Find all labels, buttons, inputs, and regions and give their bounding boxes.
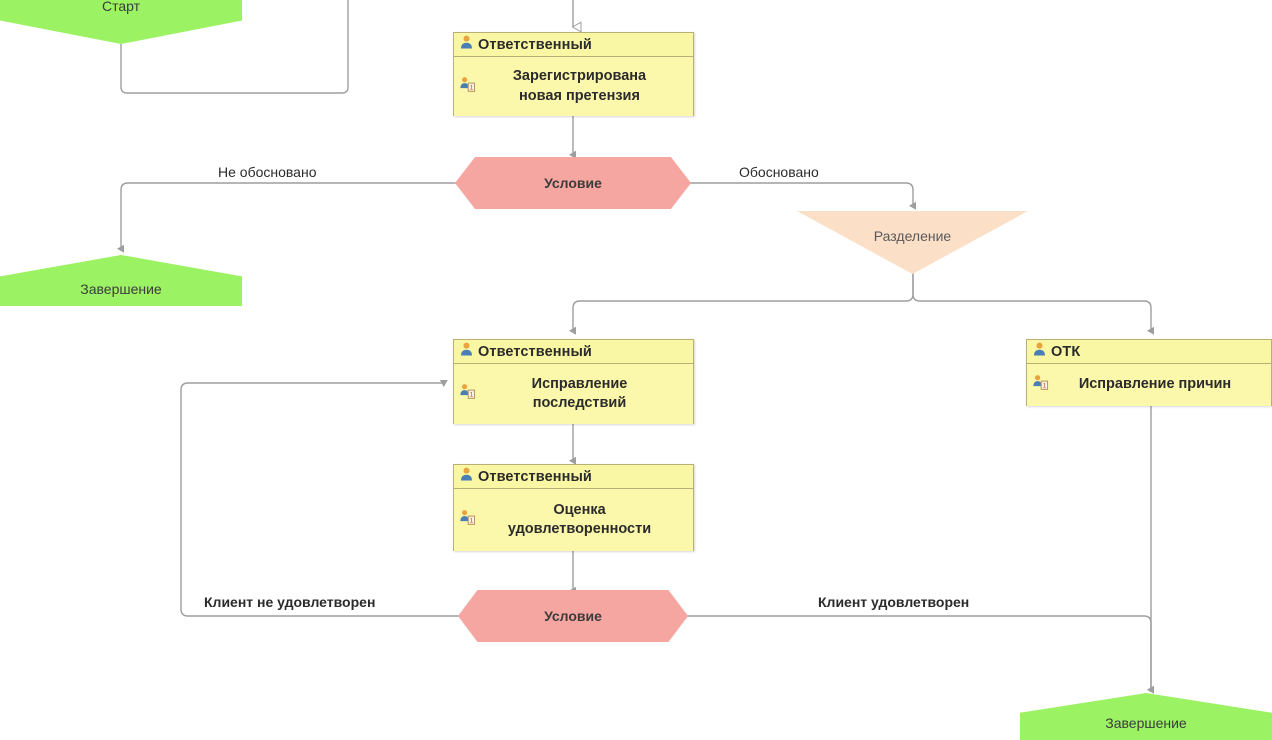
edge-split-to-fix-causes <box>912 273 1154 335</box>
node-fix-causes-header: ОТК <box>1027 340 1271 364</box>
node-end-right-label: Завершение <box>1105 715 1187 731</box>
edge-condition-justified <box>689 182 916 210</box>
edge-label-client-satisfied: Клиент удовлетворен <box>818 594 970 610</box>
person-icon <box>460 342 473 361</box>
node-satisfaction[interactable]: Ответственный 1 Оценка удовлетворенности <box>453 464 694 551</box>
node-fix-consequences-role: Ответственный <box>478 343 592 360</box>
edge-into-register-top <box>571 0 582 33</box>
person-icon <box>460 467 473 486</box>
person-task-icon: 1 <box>460 510 476 531</box>
person-icon <box>460 35 473 54</box>
node-register-body: 1 Зарегистрирована новая претензия <box>454 57 693 116</box>
edge-label-not-justified: Не обосновано <box>218 164 317 180</box>
node-fix-consequences[interactable]: Ответственный 1 Исправление последствий <box>453 339 694 424</box>
edge-split-to-fix-consequences <box>569 273 914 335</box>
node-condition-top-label: Условие <box>544 175 602 191</box>
node-fix-causes[interactable]: ОТК 1 Исправление причин <box>1026 339 1272 406</box>
node-condition-top[interactable]: Условие <box>455 157 691 209</box>
node-split-label: Разделение <box>873 228 952 244</box>
node-register-role: Ответственный <box>478 36 592 53</box>
person-task-icon: 1 <box>460 384 476 405</box>
node-fix-consequences-body: 1 Исправление последствий <box>454 364 693 424</box>
node-fix-causes-role: ОТК <box>1051 343 1081 360</box>
edge-client-not-satisfied-loop <box>180 380 460 617</box>
svg-text:1: 1 <box>470 518 474 524</box>
svg-text:1: 1 <box>1043 383 1047 389</box>
node-register[interactable]: Ответственный 1 Зарегистрирована новая п… <box>453 32 694 116</box>
edge-condition-not-justified <box>117 182 457 253</box>
node-satisfaction-label: Оценка удовлетворенности <box>507 501 652 537</box>
person-task-icon: 1 <box>460 76 476 97</box>
node-end-left-label: Завершение <box>80 281 162 297</box>
node-condition-bottom[interactable]: Условие <box>458 590 688 642</box>
svg-text:1: 1 <box>470 392 474 398</box>
person-task-icon: 1 <box>1033 375 1049 396</box>
edge-start-to-register <box>120 0 349 94</box>
node-start-label: Старт <box>101 0 141 14</box>
node-fix-causes-label: Исправление причин <box>1078 376 1232 393</box>
node-fix-consequences-header: Ответственный <box>454 340 693 364</box>
node-condition-bottom-label: Условие <box>544 608 602 624</box>
edge-label-client-not-satisfied: Клиент не удовлетворен <box>204 594 376 610</box>
edge-label-justified: Обосновано <box>739 164 819 180</box>
node-satisfaction-body: 1 Оценка удовлетворенности <box>454 489 693 551</box>
node-satisfaction-role: Ответственный <box>478 468 592 485</box>
node-satisfaction-header: Ответственный <box>454 465 693 489</box>
person-icon <box>1033 342 1046 361</box>
node-register-header: Ответственный <box>454 33 693 57</box>
node-register-label: Зарегистрирована новая претензия <box>512 68 647 104</box>
edge-client-satisfied <box>686 615 1154 694</box>
svg-text:1: 1 <box>470 85 474 91</box>
node-fix-consequences-label: Исправление последствий <box>531 375 628 411</box>
node-fix-causes-body: 1 Исправление причин <box>1027 364 1271 406</box>
